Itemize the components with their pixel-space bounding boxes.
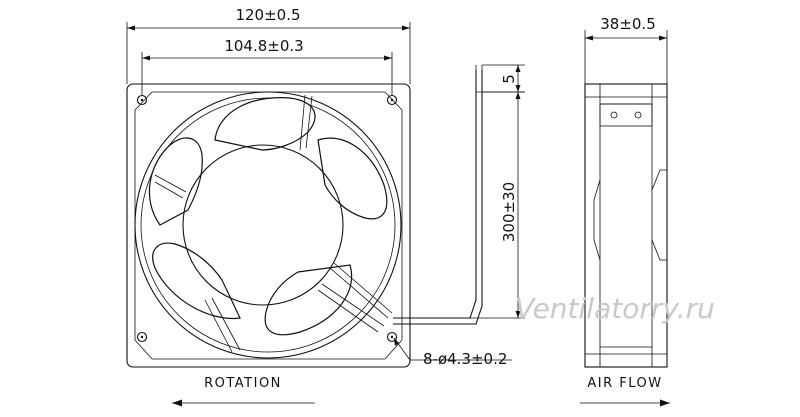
dimension-wire-offset: 5: [476, 64, 525, 93]
fan-frame: [126, 83, 411, 368]
watermark: Ventilatorry.ru: [515, 292, 715, 325]
holes-label: 8-ø4.3±0.2: [423, 350, 507, 368]
side-flange: [593, 179, 601, 261]
frame-chamfers: [134, 91, 403, 360]
dimension-depth: 38±0.5: [584, 15, 668, 84]
venturi-ring: [134, 91, 402, 359]
side-view: [584, 83, 668, 368]
mounting-holes: [136, 94, 398, 343]
fan-blade: [152, 242, 241, 320]
fan-blades: [148, 97, 388, 336]
mounting-hole-center: [140, 98, 144, 102]
side-frame: [584, 83, 668, 368]
dimension-wire-length: 300±30: [410, 91, 525, 319]
rotation-arrow-head: [172, 399, 182, 407]
airflow-label: AIR FLOW: [587, 376, 662, 391]
wire-channel: [329, 262, 393, 319]
strut: [317, 283, 385, 333]
mounting-hole: [136, 331, 148, 343]
dimension-hole-spacing: 104.8±0.3: [141, 37, 393, 95]
lead-wire: [393, 70, 483, 325]
label-plate: [599, 103, 653, 127]
strut: [204, 297, 241, 353]
lead-wire: [393, 70, 477, 319]
strut: [154, 174, 187, 199]
wire-offset-label: 5: [500, 74, 518, 84]
fan-blade: [148, 137, 203, 226]
wire-length-label: 300±30: [500, 182, 518, 242]
fan-blade: [264, 264, 353, 336]
mounting-hole-center: [390, 98, 394, 102]
side-hole-icon: [634, 111, 642, 119]
rotation-indicator: ROTATION: [172, 376, 315, 407]
airflow-indicator: AIR FLOW: [580, 376, 670, 407]
mounting-hole: [386, 331, 398, 343]
fan-blade: [317, 137, 388, 220]
mounting-hole: [136, 94, 148, 106]
fan-blade: [214, 97, 316, 151]
dimension-holes: 8-ø4.3±0.2: [393, 337, 512, 368]
overall-width-label: 120±0.5: [235, 6, 300, 24]
side-hole-icon: [610, 111, 618, 119]
depth-label: 38±0.5: [600, 15, 656, 33]
mounting-hole-center: [390, 335, 394, 339]
rotation-label: ROTATION: [204, 376, 282, 391]
hole-spacing-label: 104.8±0.3: [224, 37, 303, 55]
airflow-arrow-head: [660, 399, 670, 407]
fan-hub: [182, 144, 344, 306]
dimension-overall-width: 120±0.5: [126, 6, 411, 84]
mounting-hole-center: [140, 335, 144, 339]
mounting-hole: [386, 94, 398, 106]
lead-wires: [393, 65, 483, 325]
wire-ends: [475, 65, 483, 70]
front-view: [126, 83, 411, 368]
strut: [299, 94, 313, 151]
side-flange: [651, 169, 667, 261]
